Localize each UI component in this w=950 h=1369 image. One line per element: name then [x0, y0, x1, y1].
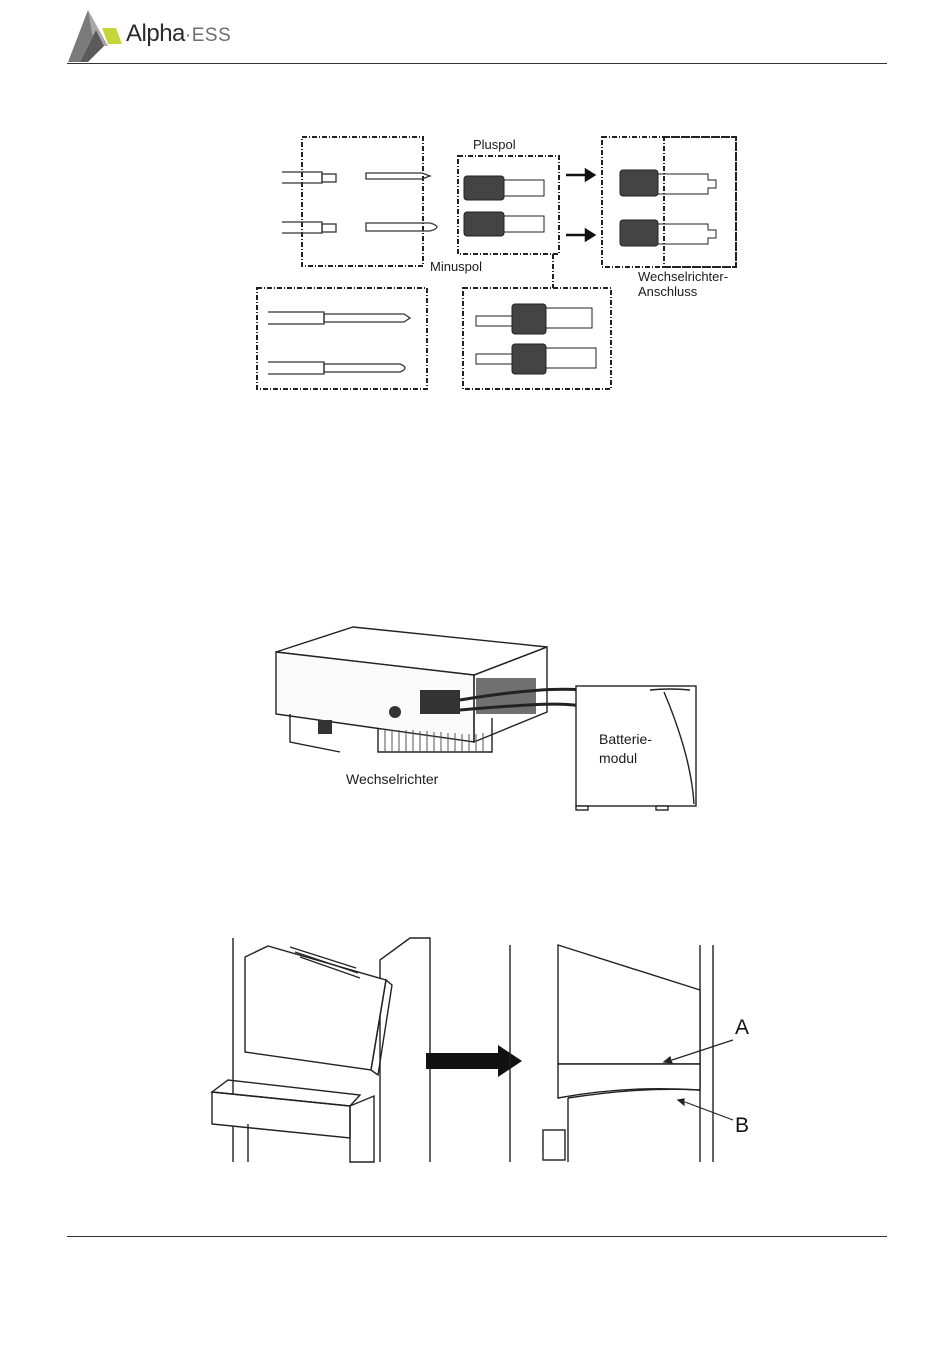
- cover-mounting-diagram: [0, 0, 950, 1200]
- label-part-a: A: [735, 1016, 749, 1040]
- label-part-b: B: [735, 1114, 749, 1138]
- footer-rule: [67, 1236, 887, 1237]
